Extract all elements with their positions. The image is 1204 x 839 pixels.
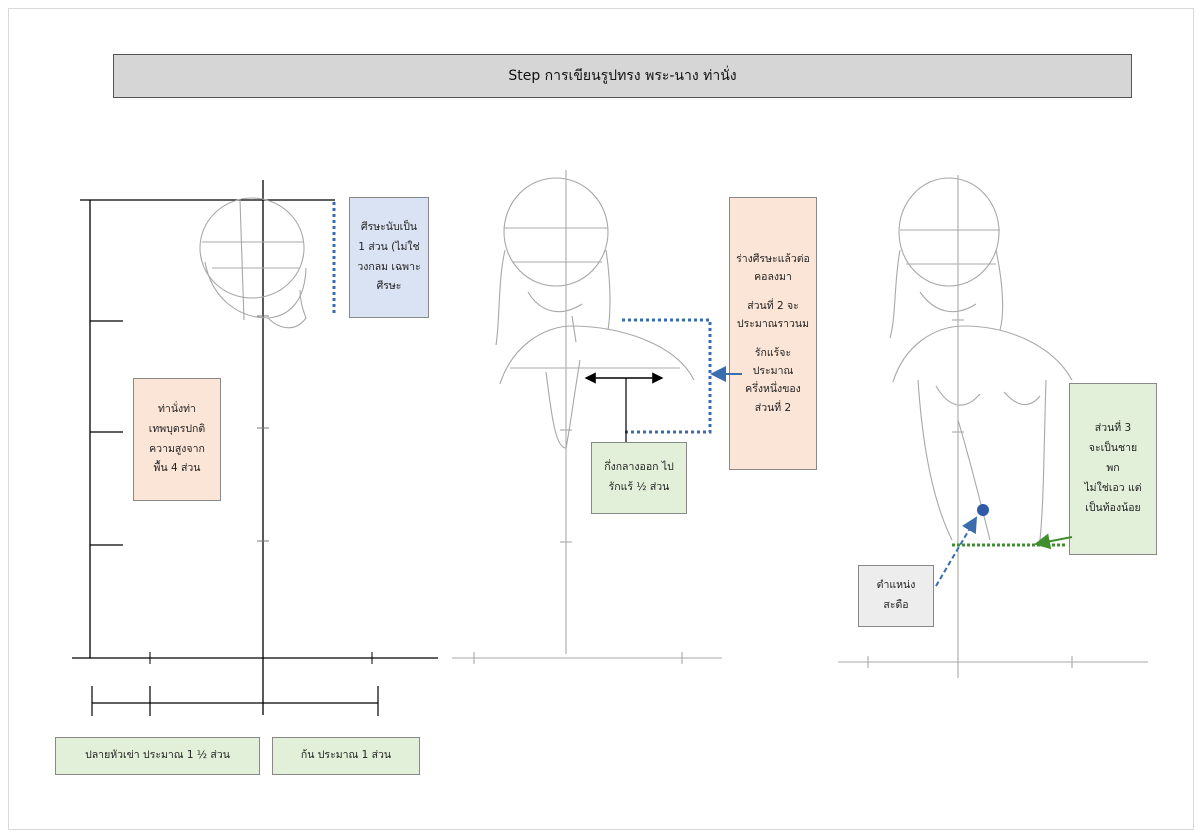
note-neck-chest-line-4: ส่วนที่ 2 จะ: [747, 299, 799, 312]
note-navel: ตำแหน่ง สะดือ: [858, 565, 934, 627]
diagram-title: Step การเขียนรูปทรง พระ-นาง ท่านั่ง: [113, 54, 1132, 98]
page-border: [8, 8, 1194, 830]
panel-1-head-sketch: [199, 197, 307, 329]
chest-range-dotted-bracket: [622, 318, 712, 434]
note-neck-chest: ร่างศีรษะแล้วต่อ คอลงมา ส่วนที่ 2 จะ ประ…: [729, 197, 817, 470]
note-knee-tip-text: ปลายหัวเข่า ประมาณ 1 ½ ส่วน: [85, 749, 230, 762]
note-buttock-text: ก้น ประมาณ 1 ส่วน: [300, 749, 392, 762]
note-center-armpit-line-1: กึ่งกลางออก ไป: [604, 461, 674, 474]
note-knee-tip: ปลายหัวเข่า ประมาณ 1 ½ ส่วน: [55, 737, 260, 775]
note-sitting-height: ท่านั่งท่า เทพบุตรปกติ ความสูงจาก พื้น 4…: [133, 378, 221, 501]
note-head-unit-line-4: ศีรษะ: [376, 280, 402, 293]
note-section-3-line-4: ไม่ใช่เอว แต่: [1084, 481, 1142, 494]
note-section-3-line-1: ส่วนที่ 3: [1094, 422, 1132, 435]
note-navel-line-2: สะดือ: [883, 599, 909, 611]
note-neck-chest-line-8: ประมาณ: [752, 364, 794, 377]
note-head-unit-line-1: ศีรษะนับเป็น: [360, 220, 418, 233]
note-neck-chest-line-9: ครึ่งหนึ่งของ: [745, 383, 801, 396]
note-sitting-height-line-3: ความสูงจาก: [149, 442, 205, 455]
panel-2-neck-sketch: [452, 170, 722, 664]
section-3-pointer-arrow: [1034, 533, 1073, 550]
navel-pointer-arrow: [935, 516, 978, 587]
note-neck-chest-line-10: ส่วนที่ 2: [754, 401, 792, 414]
note-neck-chest-line-5: ประมาณราวนม: [736, 318, 810, 331]
panel-1-proportion-grid: [72, 180, 438, 716]
note-section-3: ส่วนที่ 3 จะเป็นชาย พก ไม่ใช่เอว แต่ เป็…: [1069, 383, 1157, 555]
note-sitting-height-line-2: เทพบุตรปกติ: [148, 422, 206, 435]
navel-dot: [977, 504, 989, 516]
note-head-unit: ศีรษะนับเป็น 1 ส่วน (ไม่ใช่ วงกลม เฉพาะ …: [349, 197, 429, 318]
note-center-armpit-line-2: รักแร้ ½ ส่วน: [608, 481, 670, 493]
note-head-unit-line-3: วงกลม เฉพาะ: [357, 260, 421, 273]
note-neck-chest-line-7: รักแร้จะ: [754, 346, 792, 359]
note-buttock: ก้น ประมาณ 1 ส่วน: [272, 737, 420, 775]
note-sitting-height-line-4: พื้น 4 ส่วน: [153, 462, 201, 475]
note-head-unit-line-2: 1 ส่วน (ไม่ใช่: [358, 240, 420, 253]
note-section-3-line-5: เป็นท้องน้อย: [1085, 501, 1141, 514]
note-sitting-height-line-1: ท่านั่งท่า: [158, 402, 196, 415]
note-navel-line-1: ตำแหน่ง: [876, 579, 916, 592]
note-neck-chest-line-2: คอลงมา: [754, 271, 792, 284]
note-neck-chest-line-1: ร่างศีรษะแล้วต่อ: [736, 253, 810, 265]
note-section-3-line-2: จะเป็นชาย: [1088, 442, 1138, 455]
note-section-3-line-3: พก: [1106, 462, 1120, 475]
panel-3-torso-sketch: [838, 175, 1148, 678]
note-center-armpit: กึ่งกลางออก ไป รักแร้ ½ ส่วน: [591, 442, 687, 514]
